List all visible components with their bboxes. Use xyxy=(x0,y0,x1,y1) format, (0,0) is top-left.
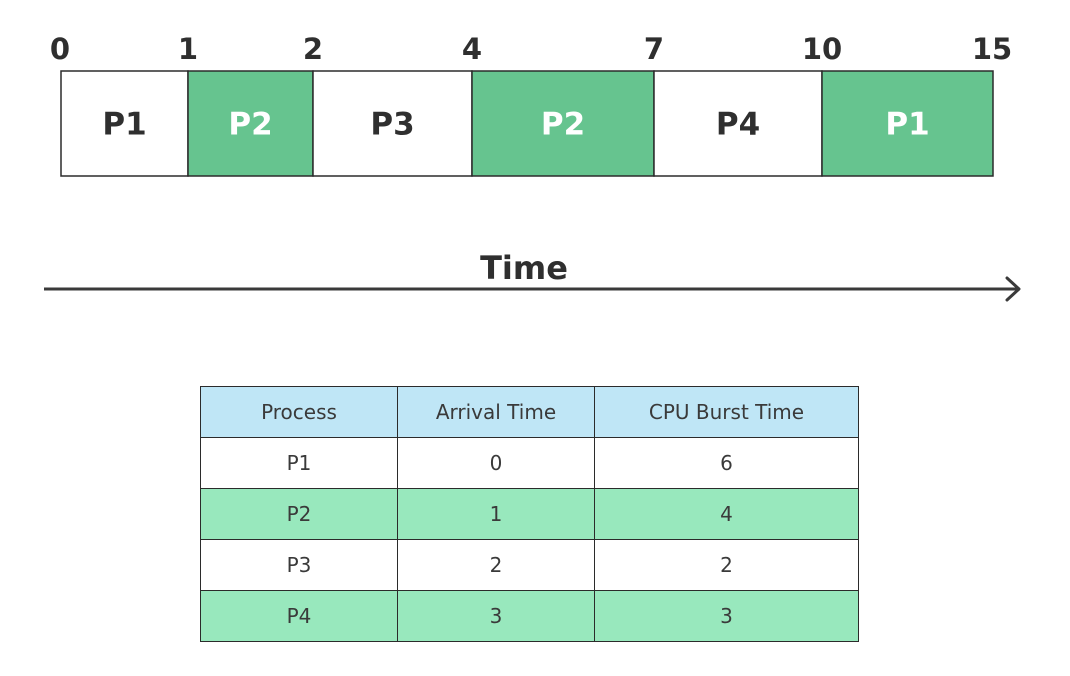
cell-cpu-burst-time: 3 xyxy=(594,590,859,642)
gantt-chart: 0 1 2 4 7 10 15 P1 P2 P3 P2 P4 P1 Time xyxy=(44,32,1021,302)
time-tick-label: 4 xyxy=(462,32,482,66)
arrow-head-icon xyxy=(1005,276,1021,302)
process-table: Process Arrival Time CPU Burst Time P1 0… xyxy=(200,386,859,642)
gantt-block-label: P1 xyxy=(102,107,146,143)
cell-process: P2 xyxy=(200,488,398,540)
gantt-block-label: P2 xyxy=(541,107,585,143)
gantt-block-label: P4 xyxy=(716,107,760,143)
gantt-block-label: P1 xyxy=(885,107,929,143)
table-row: P3 2 2 xyxy=(200,539,859,591)
time-axis-arrow xyxy=(44,276,1021,302)
cell-arrival-time: 2 xyxy=(397,539,595,591)
cell-process: P1 xyxy=(200,437,398,489)
cell-arrival-time: 0 xyxy=(397,437,595,489)
time-tick-label: 2 xyxy=(303,32,323,66)
time-tick-label: 7 xyxy=(644,32,664,66)
gantt-block-label: P3 xyxy=(370,107,414,143)
table-row: P4 3 3 xyxy=(200,590,859,642)
gantt-block-p1 xyxy=(60,70,189,177)
gantt-block-p2 xyxy=(471,70,655,177)
time-axis-label: Time xyxy=(480,249,568,287)
cell-cpu-burst-time: 2 xyxy=(594,539,859,591)
cell-process: P3 xyxy=(200,539,398,591)
gantt-blocks: P1 P2 P3 P2 P4 P1 xyxy=(60,70,994,177)
time-tick-label: 15 xyxy=(972,32,1012,66)
time-tick-label: 0 xyxy=(50,32,70,66)
cell-arrival-time: 1 xyxy=(397,488,595,540)
header-cpu-burst-time: CPU Burst Time xyxy=(594,386,859,438)
cell-cpu-burst-time: 4 xyxy=(594,488,859,540)
time-tick-label: 10 xyxy=(802,32,842,66)
gantt-block-p1 xyxy=(821,70,994,177)
table-row: P2 1 4 xyxy=(200,488,859,540)
cell-process: P4 xyxy=(200,590,398,642)
time-ticks: 0 1 2 4 7 10 15 xyxy=(50,32,1012,66)
gantt-block-p3 xyxy=(312,70,473,177)
header-arrival-time: Arrival Time xyxy=(397,386,595,438)
cell-cpu-burst-time: 6 xyxy=(594,437,859,489)
gantt-block-p2 xyxy=(187,70,314,177)
time-tick-label: 1 xyxy=(178,32,198,66)
header-process: Process xyxy=(200,386,398,438)
gantt-block-label: P2 xyxy=(228,107,272,143)
cell-arrival-time: 3 xyxy=(397,590,595,642)
gantt-block-p4 xyxy=(653,70,823,177)
table-row: P1 0 6 xyxy=(200,437,859,489)
table-header-row: Process Arrival Time CPU Burst Time xyxy=(200,386,859,438)
